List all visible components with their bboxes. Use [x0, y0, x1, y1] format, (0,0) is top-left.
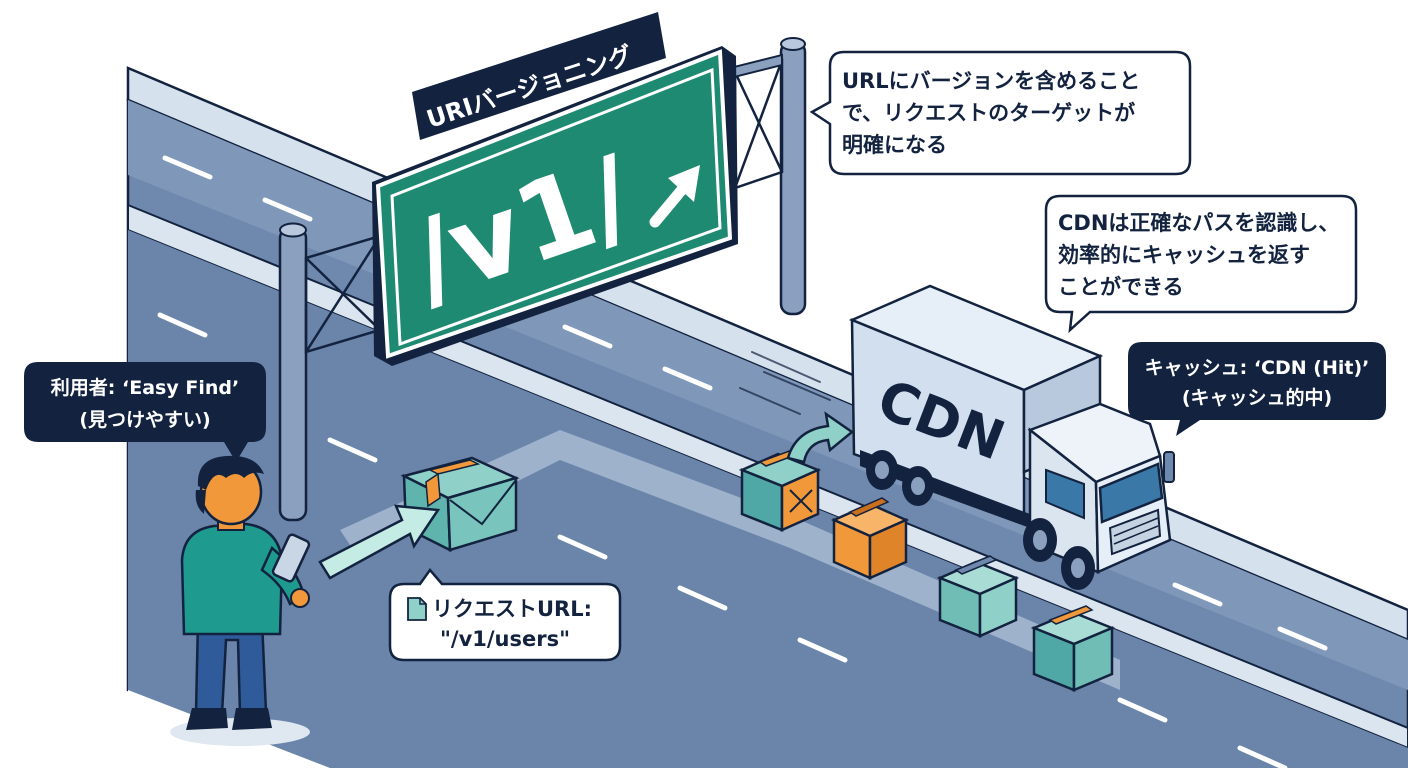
callout-request-line-1: リクエストURL:: [432, 597, 592, 621]
callout-request-url: リクエストURL: "/v1/users": [388, 567, 622, 662]
callout-user-line-1: 利用者: ‘Easy Find’: [51, 377, 239, 399]
callout-url-line-1: URLにバージョンを含めること: [842, 69, 1140, 93]
callout-user-line-2: (見つけやすい): [79, 409, 210, 431]
callout-url-benefit: URLにバージョンを含めること で、リクエストのターゲットが 明確になる: [809, 50, 1192, 176]
cdn-truck: CDN: [739, 284, 1175, 590]
callout-cdn-benefit: CDNは正確なパスを認識し、 効率的にキャッシュを返す ことができる: [1044, 194, 1358, 334]
callout-cache-line-2: (キャッシュ的中): [1182, 386, 1332, 409]
callout-cdn-line-1: CDNは正確なパスを認識し、: [1058, 211, 1339, 235]
cache-box-teal-2: [1030, 605, 1116, 692]
up-right-arrow-icon: [649, 165, 700, 228]
callout-user: 利用者: ‘Easy Find’ (見つけやすい): [24, 362, 266, 462]
callout-cdn-line-3: ことができる: [1058, 275, 1184, 299]
load-arrow: [786, 411, 855, 464]
callout-cache-line-1: キャッシュ: ‘CDN (Hit)’: [1145, 357, 1370, 379]
callout-url-line-2: で、リクエストのターゲットが: [842, 101, 1135, 125]
cache-box-orange: [830, 497, 910, 580]
document-icon: [407, 597, 427, 621]
cache-box-teal-1: [936, 555, 1020, 638]
cache-box-loading: [738, 449, 822, 532]
callout-cache-status: キャッシュ: ‘CDN (Hit)’ (キャッシュ的中): [1128, 342, 1386, 436]
user-person: [170, 455, 311, 746]
request-arrow: [318, 504, 441, 580]
callout-cdn-line-2: 効率的にキャッシュを返す: [1058, 243, 1310, 267]
callout-request-line-2: "/v1/users": [440, 627, 570, 651]
callout-url-line-3: 明確になる: [842, 133, 947, 157]
